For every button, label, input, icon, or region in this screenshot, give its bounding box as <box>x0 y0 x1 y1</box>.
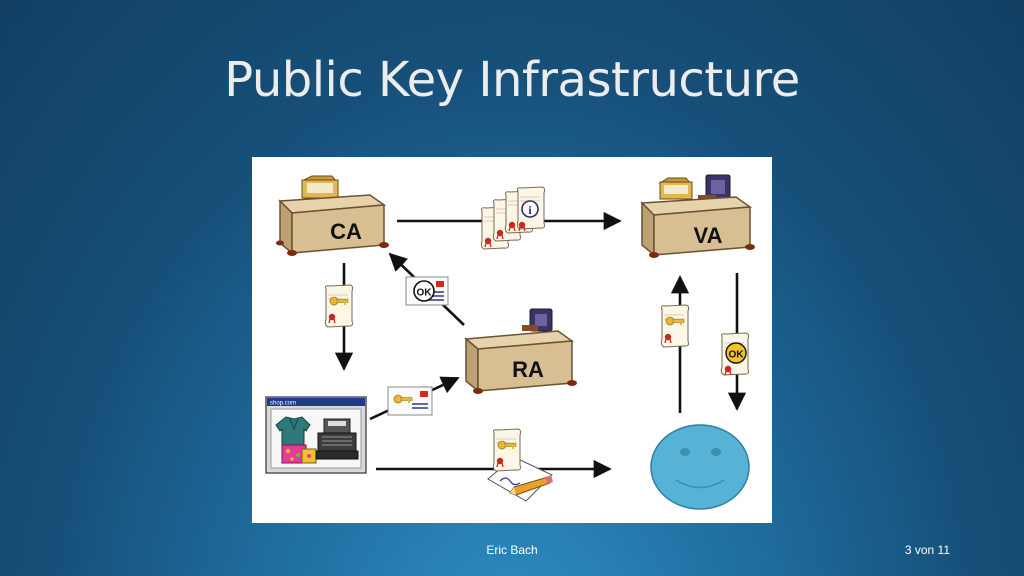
ok-card-label: OK <box>417 288 433 299</box>
gift-icon <box>281 444 317 464</box>
ok-card-icon: OK <box>405 276 449 306</box>
info-icon: i <box>528 203 532 217</box>
ok-certificate-label: OK <box>729 350 745 361</box>
pki-diagram: CA VA RA <box>252 157 772 523</box>
ca-label: CA <box>330 219 362 244</box>
user-smiley-icon <box>650 424 750 510</box>
ok-certificate-icon: OK <box>720 332 750 376</box>
shop-url-label: shop.com <box>270 401 296 407</box>
ra-desk: RA <box>464 308 577 394</box>
ra-label: RA <box>512 357 544 382</box>
ra-stamp-icon <box>522 308 553 332</box>
shop-window: shop.com <box>265 396 367 474</box>
footer-page-number: 3 von 11 <box>904 543 950 557</box>
certificate-key-to-va-icon <box>660 304 690 348</box>
va-desk: VA <box>640 174 755 258</box>
va-label: VA <box>694 223 723 248</box>
slide-title: Public Key Infrastructure <box>224 52 800 108</box>
request-card-icon <box>387 386 433 416</box>
cash-register-icon <box>315 418 359 460</box>
pencil-icon <box>509 475 554 496</box>
ca-folder-icon <box>301 175 339 199</box>
footer-author: Eric Bach <box>486 543 538 557</box>
certificate-key-icon <box>324 284 354 328</box>
va-folder-icon <box>658 177 693 200</box>
certificate-stack-icon: i <box>480 186 546 250</box>
va-stamp-icon <box>698 174 731 201</box>
ca-desk: CA <box>276 175 389 256</box>
signed-certificate-icon <box>487 428 554 502</box>
